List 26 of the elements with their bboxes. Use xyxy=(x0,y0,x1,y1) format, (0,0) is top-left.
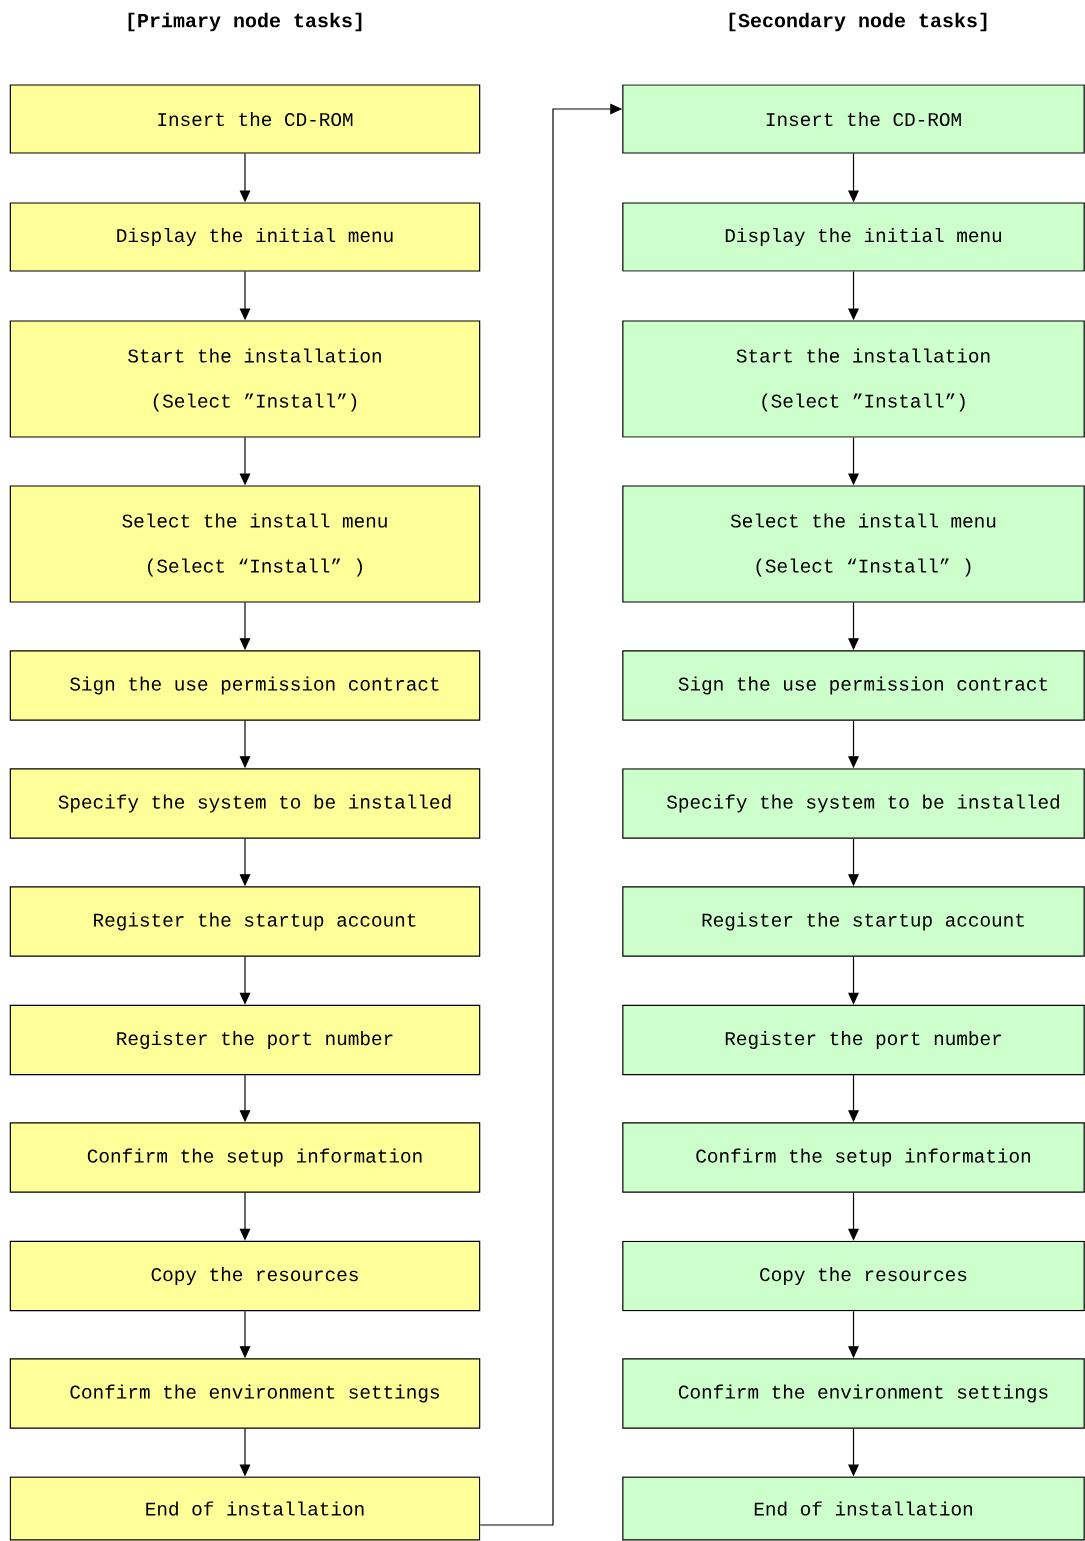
process-box: Register the startup account xyxy=(9,886,481,957)
process-box: Copy the resources xyxy=(622,1240,1085,1312)
column-heading: [Secondary node tasks] xyxy=(729,12,987,32)
process-box: Specify the system to be installed xyxy=(9,768,481,839)
process-box: Copy the resources xyxy=(9,1240,481,1312)
process-box: Insert the CD-ROM xyxy=(622,84,1085,154)
process-box: Display the initial menu xyxy=(622,202,1085,272)
process-box: Confirm the setup information xyxy=(9,1122,481,1193)
process-box: Register the port number xyxy=(9,1004,481,1076)
process-box: Start the installation (Select ”Install”) xyxy=(622,320,1085,438)
process-box: Select the install menu (Select “Install” ) xyxy=(9,485,481,603)
process-box: Confirm the environment settings xyxy=(9,1358,481,1429)
process-box: Sign the use permission contract xyxy=(622,650,1085,721)
process-box: Insert the CD-ROM xyxy=(9,84,481,154)
process-box: Select the install menu (Select “Install” ) xyxy=(622,485,1085,603)
process-box: Confirm the setup information xyxy=(622,1122,1085,1193)
process-box: Sign the use permission contract xyxy=(9,650,481,721)
process-box: Confirm the environment settings xyxy=(622,1358,1085,1429)
process-box: Register the port number xyxy=(622,1004,1085,1076)
process-box: End of installation xyxy=(9,1476,481,1541)
process-box: Display the initial menu xyxy=(9,202,481,272)
process-box: Register the startup account xyxy=(622,886,1085,957)
process-box: Specify the system to be installed xyxy=(622,768,1085,839)
process-box: End of installation xyxy=(622,1476,1085,1541)
process-box: Start the installation (Select ”Install”) xyxy=(9,320,481,438)
column-heading: [Primary node tasks] xyxy=(128,12,362,32)
